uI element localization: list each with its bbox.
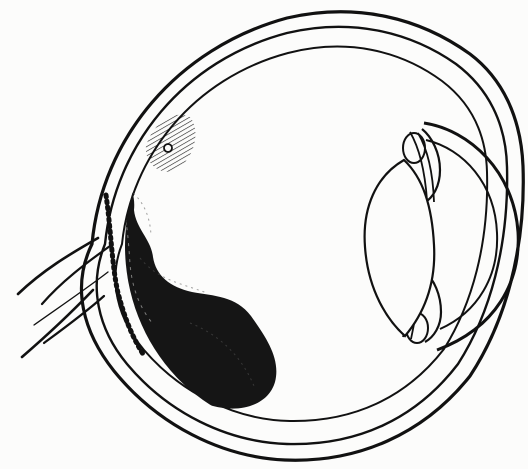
eye-diagram-svg bbox=[0, 0, 528, 469]
eye-cross-section-illustration bbox=[0, 0, 528, 469]
